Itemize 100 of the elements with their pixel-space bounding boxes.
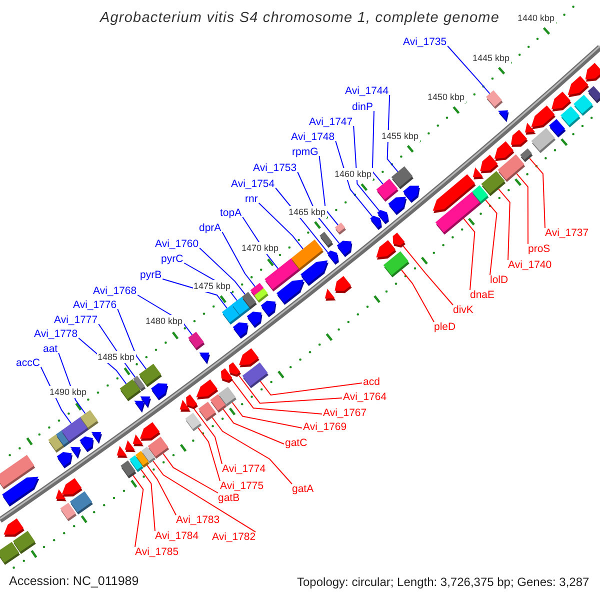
gene-block: [185, 412, 202, 432]
tick-label: 1490 kbp: [48, 386, 88, 398]
gene-label: Avi_1753: [253, 162, 297, 174]
gene-triangle: [498, 110, 509, 122]
gene-label: Avi_1777: [54, 314, 98, 326]
gene-label: pyrB: [140, 269, 162, 281]
gene-label: Avi_1735: [403, 36, 447, 48]
gene-label: Avi_1754: [231, 178, 275, 190]
gene-label: Avi_1740: [508, 259, 552, 271]
gene-pentagon: [336, 240, 352, 258]
gene-block: [12, 530, 36, 554]
gene-label: Avi_1769: [303, 421, 347, 433]
title: Agrobacterium vitis S4 chromosome 1, complete genome: [100, 10, 500, 26]
gene-block: [574, 94, 594, 116]
gene-label: gatA: [292, 483, 314, 495]
gene-block: [148, 436, 170, 459]
gene-block: [588, 86, 600, 104]
gene-label: pyrC: [161, 253, 184, 265]
gene-block: [334, 222, 346, 235]
gene-pentagon: [585, 62, 600, 82]
gene-label: Avi_1744: [345, 85, 389, 97]
gene-label: dnaE: [470, 289, 495, 301]
leader-line: [132, 474, 144, 548]
gene-label: Avi_1784: [155, 530, 199, 542]
gene-pentagon: [300, 260, 328, 286]
leader-line: [258, 202, 304, 250]
gene-block: [70, 491, 93, 514]
leader-line: [372, 110, 384, 185]
leader-line: [162, 453, 218, 494]
gene-pentagon: [568, 76, 589, 98]
gene-block: [242, 362, 268, 388]
gene-triangle: [70, 446, 82, 459]
gene-label: gatB: [218, 492, 240, 504]
leader-line: [199, 248, 246, 295]
gene-label: proS: [528, 243, 550, 255]
leader-line: [318, 156, 338, 226]
leader-line: [260, 380, 362, 396]
tick-label: 1440 kbp: [516, 12, 556, 24]
gene-block: [188, 332, 205, 350]
gene-triangle: [199, 352, 210, 364]
gene-block: [254, 288, 268, 303]
leader-line: [463, 218, 476, 290]
gene-pentagon: [510, 130, 528, 147]
tick-label: 1445 kbp: [472, 52, 511, 64]
gene-label: Avi_1748: [291, 131, 335, 143]
gene-label: dinP: [352, 101, 374, 113]
gene-pentagon: [186, 394, 198, 410]
gene-block: [520, 148, 533, 162]
gene-pentagon: [56, 452, 72, 468]
gene-triangle: [134, 400, 145, 413]
gene-label: Avi_1783: [176, 514, 220, 526]
gene-pentagon: [260, 300, 276, 318]
gene-label: aat: [43, 343, 58, 355]
leader-line: [222, 408, 284, 444]
gene-label: Avi_1764: [343, 391, 387, 403]
tick-label: 1455 kbp: [380, 130, 420, 142]
leader-line: [212, 417, 292, 484]
gene-label: Avi_1737: [545, 227, 589, 239]
gene-label: Avi_1747: [309, 116, 353, 128]
tick-label: 1470 kbp: [240, 242, 280, 254]
gene-pentagon: [62, 478, 82, 497]
gene-block: [391, 166, 414, 190]
leader-line: [498, 188, 510, 260]
gene-block: [486, 90, 503, 109]
gene-pentagon: [239, 348, 260, 368]
gene-label: acd: [363, 376, 380, 388]
gene-label: Avi_1767: [323, 407, 367, 419]
gene-pentagon: [2, 476, 40, 507]
leader-line: [402, 246, 454, 306]
gene-label: Avi_1776: [73, 299, 117, 311]
gene-triangle: [324, 288, 336, 301]
gene-block: [560, 106, 580, 128]
gene-label: rnr: [245, 193, 258, 205]
leader-line: [232, 402, 302, 428]
leader-line: [401, 270, 434, 322]
gene-pentagon: [229, 362, 241, 377]
leader-line: [146, 464, 176, 516]
leader-line: [529, 158, 546, 228]
leader-line: [516, 173, 528, 244]
gene-pentagon: [4, 518, 24, 537]
gene-pentagon: [392, 232, 406, 248]
gene-block: [320, 232, 334, 248]
gene-label: Avi_1782: [212, 531, 256, 543]
gene-block: [383, 251, 410, 278]
gene-label: Avi_1774: [222, 463, 266, 475]
leader-line: [152, 460, 256, 532]
gene-block: [218, 386, 236, 406]
gene-pentagon: [232, 322, 248, 339]
gene-label: Avi_1785: [135, 546, 179, 558]
leader-line: [117, 308, 147, 370]
gene-block: [435, 192, 482, 235]
genome-summary-label: Topology: circular; Length: 3,726,375 bp; Genes: 3,287: [297, 574, 590, 590]
gene-label: gatC: [285, 437, 308, 449]
gene-pentagon: [388, 196, 407, 216]
gene-block: [80, 410, 98, 430]
gene-block: [531, 128, 556, 154]
gene-pentagon: [276, 280, 305, 305]
gene-label: Avi_1760: [155, 238, 199, 250]
tick-label: 1480 kbp: [144, 315, 184, 327]
leader-line: [335, 140, 373, 218]
